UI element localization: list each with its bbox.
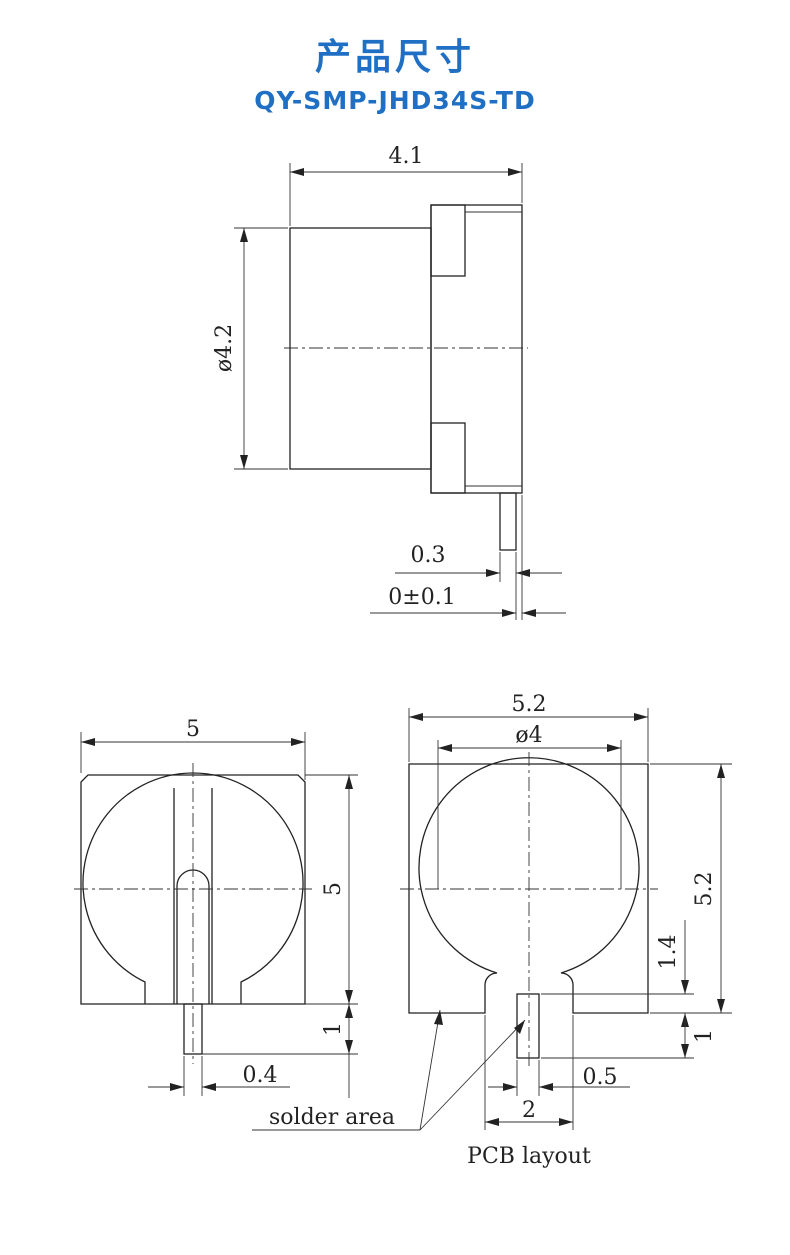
model-number: QY-SMP-JHD34S-TD — [254, 86, 536, 115]
bottom-view: 5 5 1 0.4 — [74, 717, 358, 1098]
bottom-width-dimension: 5 — [186, 717, 200, 742]
lower-terminal-outline — [430, 422, 466, 494]
length-dimension: 4.1 — [389, 144, 424, 169]
pcb-pad-spacing-dimension: 2 — [522, 1098, 536, 1123]
pcb-pad-width-dimension: 0.5 — [583, 1065, 618, 1090]
pcb-layout-label: PCB layout — [467, 1144, 591, 1169]
upper-terminal-outline — [430, 204, 466, 277]
pcb-layout-view: 5.2 ø4 5.2 1.4 1 0.5 — [400, 692, 732, 1130]
pcb-gap-dimension: 1.4 — [656, 935, 681, 970]
annotations: solder area PCB layout — [252, 1009, 591, 1169]
pin-offset-dimension: 0±0.1 — [388, 585, 455, 610]
page-title: 产品尺寸 — [314, 37, 475, 78]
buzzer-body-outline — [289, 227, 432, 470]
diameter-dimension: ø4.2 — [212, 324, 237, 372]
pin-length-dimension: 1 — [321, 1022, 346, 1036]
pin-outline — [499, 492, 517, 551]
pcb-pad-length-dimension: 1 — [692, 1029, 717, 1043]
pcb-width-dimension: 5.2 — [512, 692, 547, 717]
buzzer-base-outline — [430, 204, 523, 494]
bottom-pin — [183, 1003, 203, 1055]
side-view: 4.1 ø4.2 0.3 0±0.1 — [212, 144, 566, 620]
pin-width-dimension: 0.4 — [243, 1063, 278, 1088]
solder-pad-hatched — [408, 757, 649, 1014]
pcb-inner-diameter-dimension: ø4 — [515, 723, 542, 748]
pin-thickness-dimension: 0.3 — [411, 543, 446, 568]
solder-area-label: solder area — [269, 1105, 395, 1130]
bottom-height-dimension: 5 — [321, 882, 346, 896]
pcb-height-dimension: 5.2 — [692, 872, 717, 907]
